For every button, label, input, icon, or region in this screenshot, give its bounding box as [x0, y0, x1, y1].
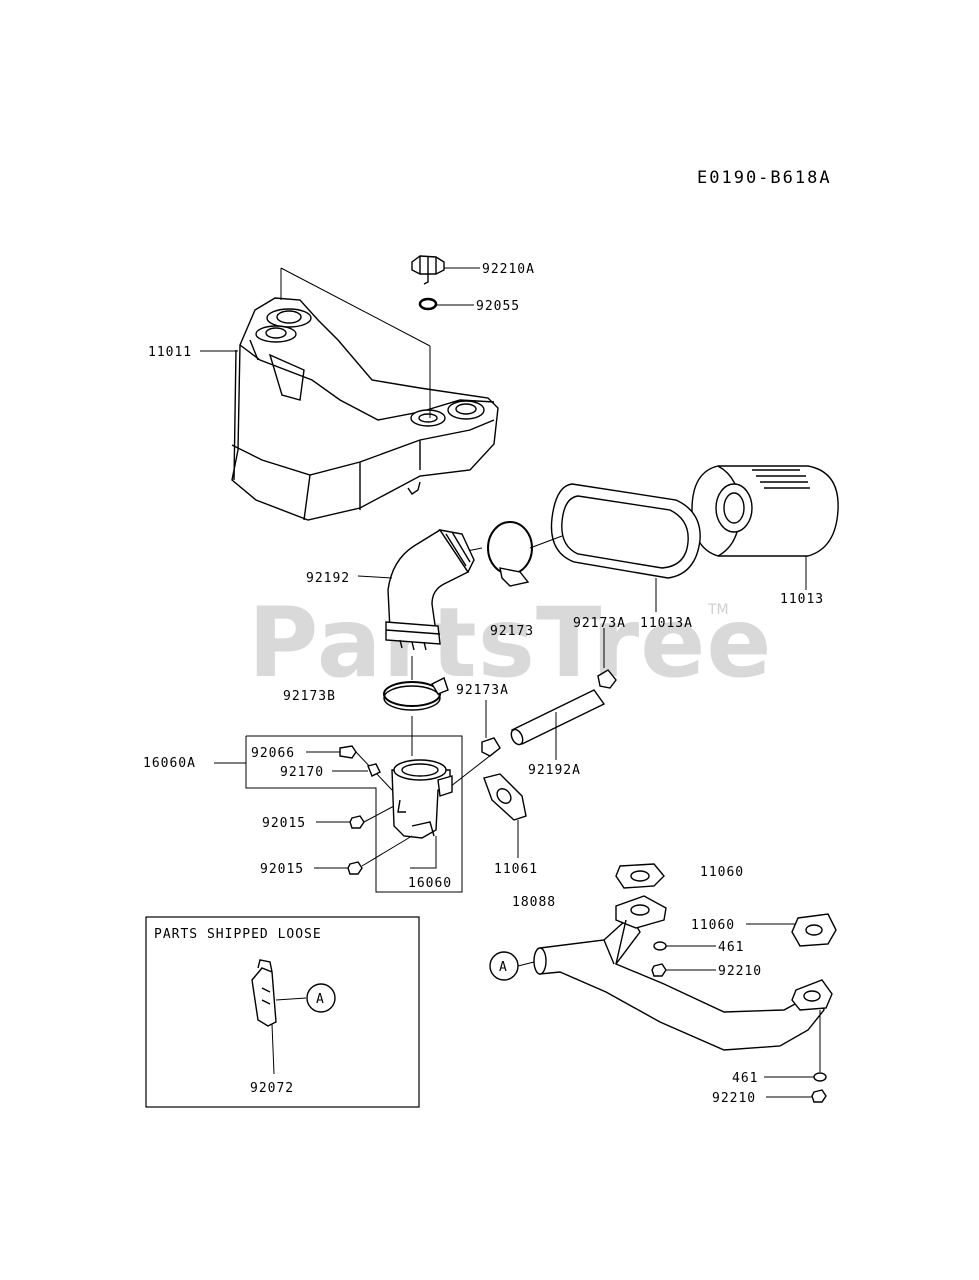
label-461-a[interactable]: 461 [718, 940, 744, 955]
diagram-code: E0190-B618A [697, 168, 832, 188]
label-92210A[interactable]: 92210A [482, 262, 535, 277]
nut-92210-a[interactable] [651, 963, 667, 977]
watermark-tm: TM [707, 602, 729, 618]
leader-92015-b-to-body [361, 835, 413, 867]
label-16060A[interactable]: 16060A [143, 756, 196, 771]
label-92170[interactable]: 92170 [280, 765, 324, 780]
gasket-11060-mid[interactable] [791, 913, 837, 947]
leader-hose-to-pipe [445, 747, 501, 791]
label-92072[interactable]: 92072 [250, 1081, 294, 1096]
washer-461-b[interactable] [813, 1072, 827, 1082]
label-92066[interactable]: 92066 [251, 746, 295, 761]
label-16060[interactable]: 16060 [408, 876, 452, 891]
watermark: PartsTree [248, 587, 772, 699]
label-11060-top[interactable]: 11060 [700, 865, 744, 880]
air-cleaner-housing-11011[interactable] [231, 267, 499, 521]
hose-clamp-92173A-top[interactable] [597, 669, 617, 689]
label-11011[interactable]: 11011 [148, 345, 192, 360]
label-92173[interactable]: 92173 [490, 624, 534, 639]
intake-adapter-16060[interactable] [391, 759, 453, 839]
nut-92210-b[interactable] [811, 1089, 827, 1103]
leader-92072 [271, 1023, 275, 1075]
clamp-92173B[interactable] [383, 677, 449, 711]
label-92173A-mid[interactable]: 92173A [456, 683, 509, 698]
parts-shipped-loose-box [145, 916, 420, 1108]
breather-hose-92192A[interactable] [509, 689, 606, 746]
pin-92066[interactable] [339, 745, 357, 759]
label-92015-a[interactable]: 92015 [262, 816, 306, 831]
label-11061[interactable]: 11061 [494, 862, 538, 877]
leader-callout-a-pipe [517, 961, 535, 967]
elbow-hose-92192[interactable] [385, 529, 475, 651]
parts-box-title: PARTS SHIPPED LOOSE [154, 927, 322, 942]
label-92173A-top[interactable]: 92173A [573, 616, 626, 631]
label-11060-mid[interactable]: 11060 [691, 918, 735, 933]
leader-92015-a-to-body [363, 805, 395, 823]
hose-clamp-92173A-mid[interactable] [481, 737, 501, 757]
air-filter-element-11013[interactable] [691, 465, 839, 557]
label-92192A[interactable]: 92192A [528, 763, 581, 778]
label-92173B[interactable]: 92173B [283, 689, 336, 704]
label-92192[interactable]: 92192 [306, 571, 350, 586]
knob-92210A[interactable] [411, 255, 445, 285]
o-ring-92055[interactable] [418, 297, 438, 311]
clip-92072[interactable] [251, 959, 277, 1027]
exhaust-pipe-18088[interactable] [533, 895, 833, 1051]
pre-cleaner-11013A[interactable] [550, 483, 701, 579]
gasket-11061[interactable] [483, 773, 527, 821]
leader-16060 [410, 836, 437, 869]
assembly-bracket-16060A [245, 735, 463, 893]
leader-callout-a-box [275, 997, 307, 1001]
gasket-11060-top[interactable] [615, 863, 665, 889]
label-18088[interactable]: 18088 [512, 895, 556, 910]
label-11013A[interactable]: 11013A [640, 616, 693, 631]
callout-letter-a-box: A [316, 992, 325, 1007]
nut-92015-a[interactable] [349, 815, 365, 829]
screw-92170[interactable] [367, 763, 381, 777]
label-92055[interactable]: 92055 [476, 299, 520, 314]
label-461-b[interactable]: 461 [732, 1071, 758, 1086]
washer-461-a[interactable] [653, 941, 667, 951]
label-92210-a[interactable]: 92210 [718, 964, 762, 979]
label-92015-b[interactable]: 92015 [260, 862, 304, 877]
label-11013[interactable]: 11013 [780, 592, 824, 607]
callout-letter-a-pipe: A [499, 960, 508, 975]
nut-92015-b[interactable] [347, 861, 363, 875]
callout-circle-a-box[interactable] [306, 983, 336, 1013]
label-92210-b[interactable]: 92210 [712, 1091, 756, 1106]
clamp-92173[interactable] [461, 521, 563, 587]
leader-92192 [357, 575, 393, 579]
